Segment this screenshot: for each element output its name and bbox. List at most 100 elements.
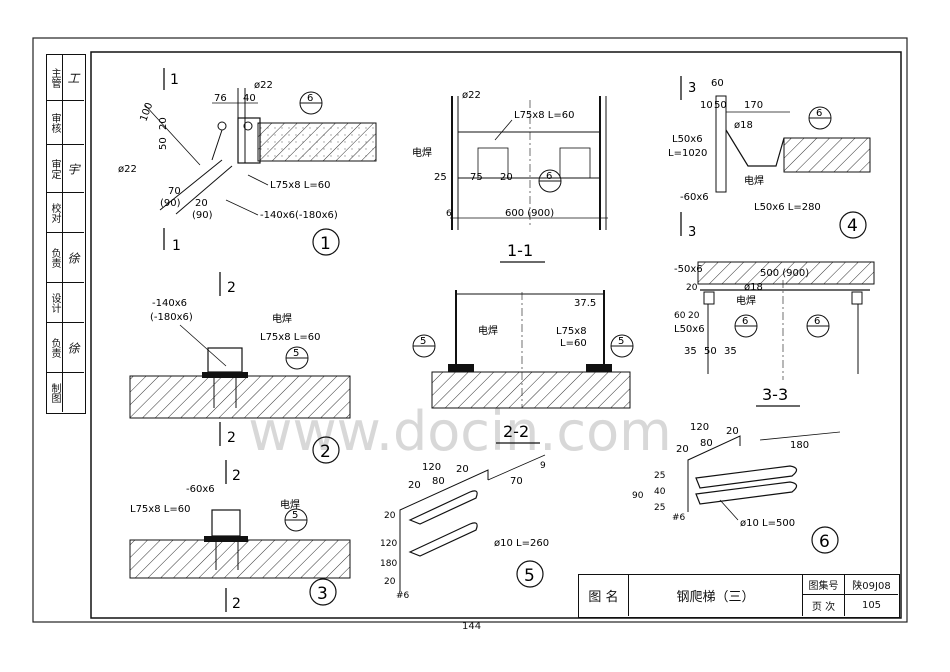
detail-4-plate: -60x6 [680, 192, 709, 203]
sidebar-label: 负责 [47, 233, 63, 282]
page-value: 105 [861, 600, 882, 611]
outer-frame [32, 37, 908, 623]
sidebar-label: 校对 [47, 193, 63, 232]
sidebar-sign: 宇 [66, 162, 80, 175]
section-3-3-dim-20: 20 [686, 283, 698, 293]
detail-4-number: 4 [847, 216, 858, 236]
detail-5-bar: ø10 L=260 [494, 538, 549, 549]
detail-3-plate: -60x6 [186, 484, 215, 495]
section-1-1-caption: 1-1 [507, 241, 533, 260]
sidebar-sign [63, 101, 84, 144]
detail-5-dim-70: 70 [510, 476, 523, 487]
detail-1-section-mark-bottom: 1 [172, 238, 181, 254]
title-name-label: 图 名 [579, 575, 629, 616]
detail-3-weld: 电焊 [280, 498, 300, 511]
section-1-1-ref: 6 [546, 171, 552, 182]
detail-4-dim-170: 170 [744, 100, 763, 111]
section-1-1-dim-75: 75 [470, 172, 483, 183]
section-3-3-phi: ø18 [744, 282, 763, 293]
section-2-2-weld: 电焊 [478, 324, 498, 337]
detail-5-dim-20: 20 [408, 480, 421, 491]
section-1-1-weld: 电焊 [412, 146, 432, 159]
detail-6-dim-20b: 20 [726, 426, 739, 437]
detail-5: 120 20 80 20 70 9 ø10 L=260 20 120 180 2… [380, 454, 549, 601]
detail-5-v-20: 20 [384, 511, 396, 521]
sidebar-label: 负责 [47, 323, 63, 372]
detail-1-dim-90: (90) [192, 210, 213, 221]
signature-sidebar: 主管工 审核 审定宇 校对 负责徐 设计 负责徐 制图 [46, 54, 86, 414]
sidebar-row: 校对 [47, 193, 84, 233]
detail-3-section-mark-bottom: 2 [232, 596, 241, 612]
sidebar-row: 负责徐 [47, 323, 84, 373]
section-2-2-ref-left: 5 [420, 336, 426, 347]
detail-2: 2 2 -140x6 (-180x6) 电焊 L75x8 L=60 5 2 [129, 272, 351, 464]
detail-5-v-20b: 20 [384, 577, 396, 587]
detail-2-angle: L75x8 L=60 [260, 332, 320, 343]
detail-1-phi: ø22 [254, 80, 273, 91]
detail-1-dim-20: 20 [158, 117, 169, 130]
sidebar-row: 负责徐 [47, 233, 84, 283]
detail-6-v-25b: 25 [654, 503, 665, 513]
detail-5-number: 5 [524, 566, 535, 586]
detail-4-ref: 6 [816, 108, 822, 119]
title-block: 图 名 钢爬梯（三） 图集号 陕09J08 页 次 105 [578, 574, 900, 618]
detail-6-v-40: 40 [654, 487, 666, 497]
detail-6-number: 6 [819, 532, 830, 552]
detail-4-dim-10: 10 [700, 100, 713, 111]
section-2-2-caption: 2-2 [503, 422, 529, 441]
section-2-2-angle: L75x8 [556, 326, 587, 337]
section-3-3-dim-35: 35 [684, 346, 697, 357]
section-3-3-ref-right: 6 [814, 316, 820, 327]
detail-1-dim-70: 70 [168, 186, 181, 197]
detail-4-weld: 电焊 [744, 174, 764, 187]
page-footer-number: 144 [462, 621, 482, 632]
sidebar-row: 审定宇 [47, 145, 84, 193]
sidebar-sign: 徐 [66, 251, 80, 264]
section-2-2: 37.5 电焊 L75x8 L=60 5 5 2-2 [412, 290, 634, 444]
detail-1-dim-70b: (90) [160, 198, 181, 209]
detail-1-angle-label: L75x8 L=60 [270, 180, 330, 191]
detail-3-ref: 5 [292, 510, 298, 521]
detail-2-plate1: -140x6 [152, 298, 187, 309]
detail-2-section-mark-top: 2 [227, 280, 236, 296]
detail-5-dim-80: 80 [432, 476, 445, 487]
section-3-3-angle: L50x6 [674, 324, 705, 335]
detail-4-angle1-len: L=1020 [668, 148, 707, 159]
detail-6-dim-180: 180 [790, 440, 809, 451]
section-3-3-dim-50: 50 [704, 346, 717, 357]
section-3-3-dim-35b: 35 [724, 346, 737, 357]
sidebar-label: 审定 [47, 145, 63, 192]
section-3-3-dim-20b: 20 [688, 311, 700, 321]
section-1-1-phi: ø22 [462, 90, 481, 101]
title-name-value: 钢爬梯（三） [629, 575, 803, 616]
sidebar-label: 主管 [47, 55, 63, 100]
detail-1: 1 1 76 40 ø22 100 50 20 ø22 70 (90) 20 (… [118, 68, 377, 256]
detail-3-angle: L75x8 L=60 [130, 504, 190, 515]
section-1-1-dim-25: 25 [434, 172, 447, 183]
detail-2-number: 2 [320, 442, 331, 462]
sidebar-sign: 工 [66, 71, 80, 84]
sidebar-label: 制图 [47, 373, 63, 412]
section-1-1-angle: L75x8 L=60 [514, 110, 574, 121]
detail-2-ref: 5 [293, 348, 299, 359]
detail-5-dim-20b: 20 [456, 464, 469, 475]
detail-4-dim-50: 50 [714, 100, 727, 111]
detail-2-plate2: (-180x6) [150, 312, 193, 323]
sidebar-row: 主管工 [47, 55, 84, 101]
section-3-3-dim-500: 500 (900) [760, 268, 809, 279]
detail-6-hash: #6 [672, 513, 686, 523]
detail-6-dim-20: 20 [676, 444, 689, 455]
section-2-2-angle-len: L=60 [560, 338, 587, 349]
detail-6-dim-80: 80 [700, 438, 713, 449]
detail-1-plate-label: -140x6(-180x6) [260, 210, 338, 221]
detail-5-v-180: 180 [380, 559, 397, 569]
detail-5-dim-120: 120 [422, 462, 441, 473]
detail-2-section-mark-bottom: 2 [227, 430, 236, 446]
detail-5-v-120: 120 [380, 539, 397, 549]
detail-1-dim-76: 76 [214, 93, 227, 104]
detail-1-number: 1 [320, 234, 331, 254]
detail-4-section-mark-bottom: 3 [688, 225, 696, 240]
detail-4-angle1: L50x6 [672, 134, 703, 145]
section-1-1-dim-20: 20 [500, 172, 513, 183]
detail-1-section-mark-top: 1 [170, 72, 179, 88]
